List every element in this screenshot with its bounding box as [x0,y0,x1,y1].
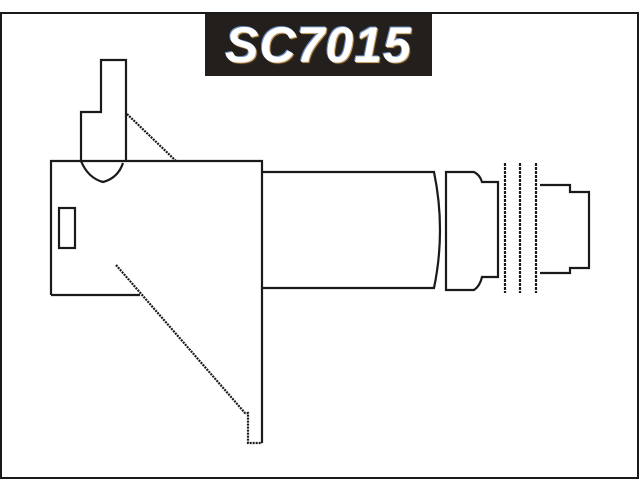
tab-brace-line [126,113,177,162]
connector-tab [79,58,128,184]
part-number: SC7015 [225,17,412,73]
coil-barrel [262,170,442,290]
outer-frame [0,12,639,479]
boot-tip [540,183,591,275]
part-number-badge: SC7015 [205,14,432,76]
mounting-bracket [115,264,262,445]
barrel-collar [444,170,500,292]
boot-ribs [503,163,538,293]
coil-housing [49,159,264,443]
connector-window [57,206,77,250]
